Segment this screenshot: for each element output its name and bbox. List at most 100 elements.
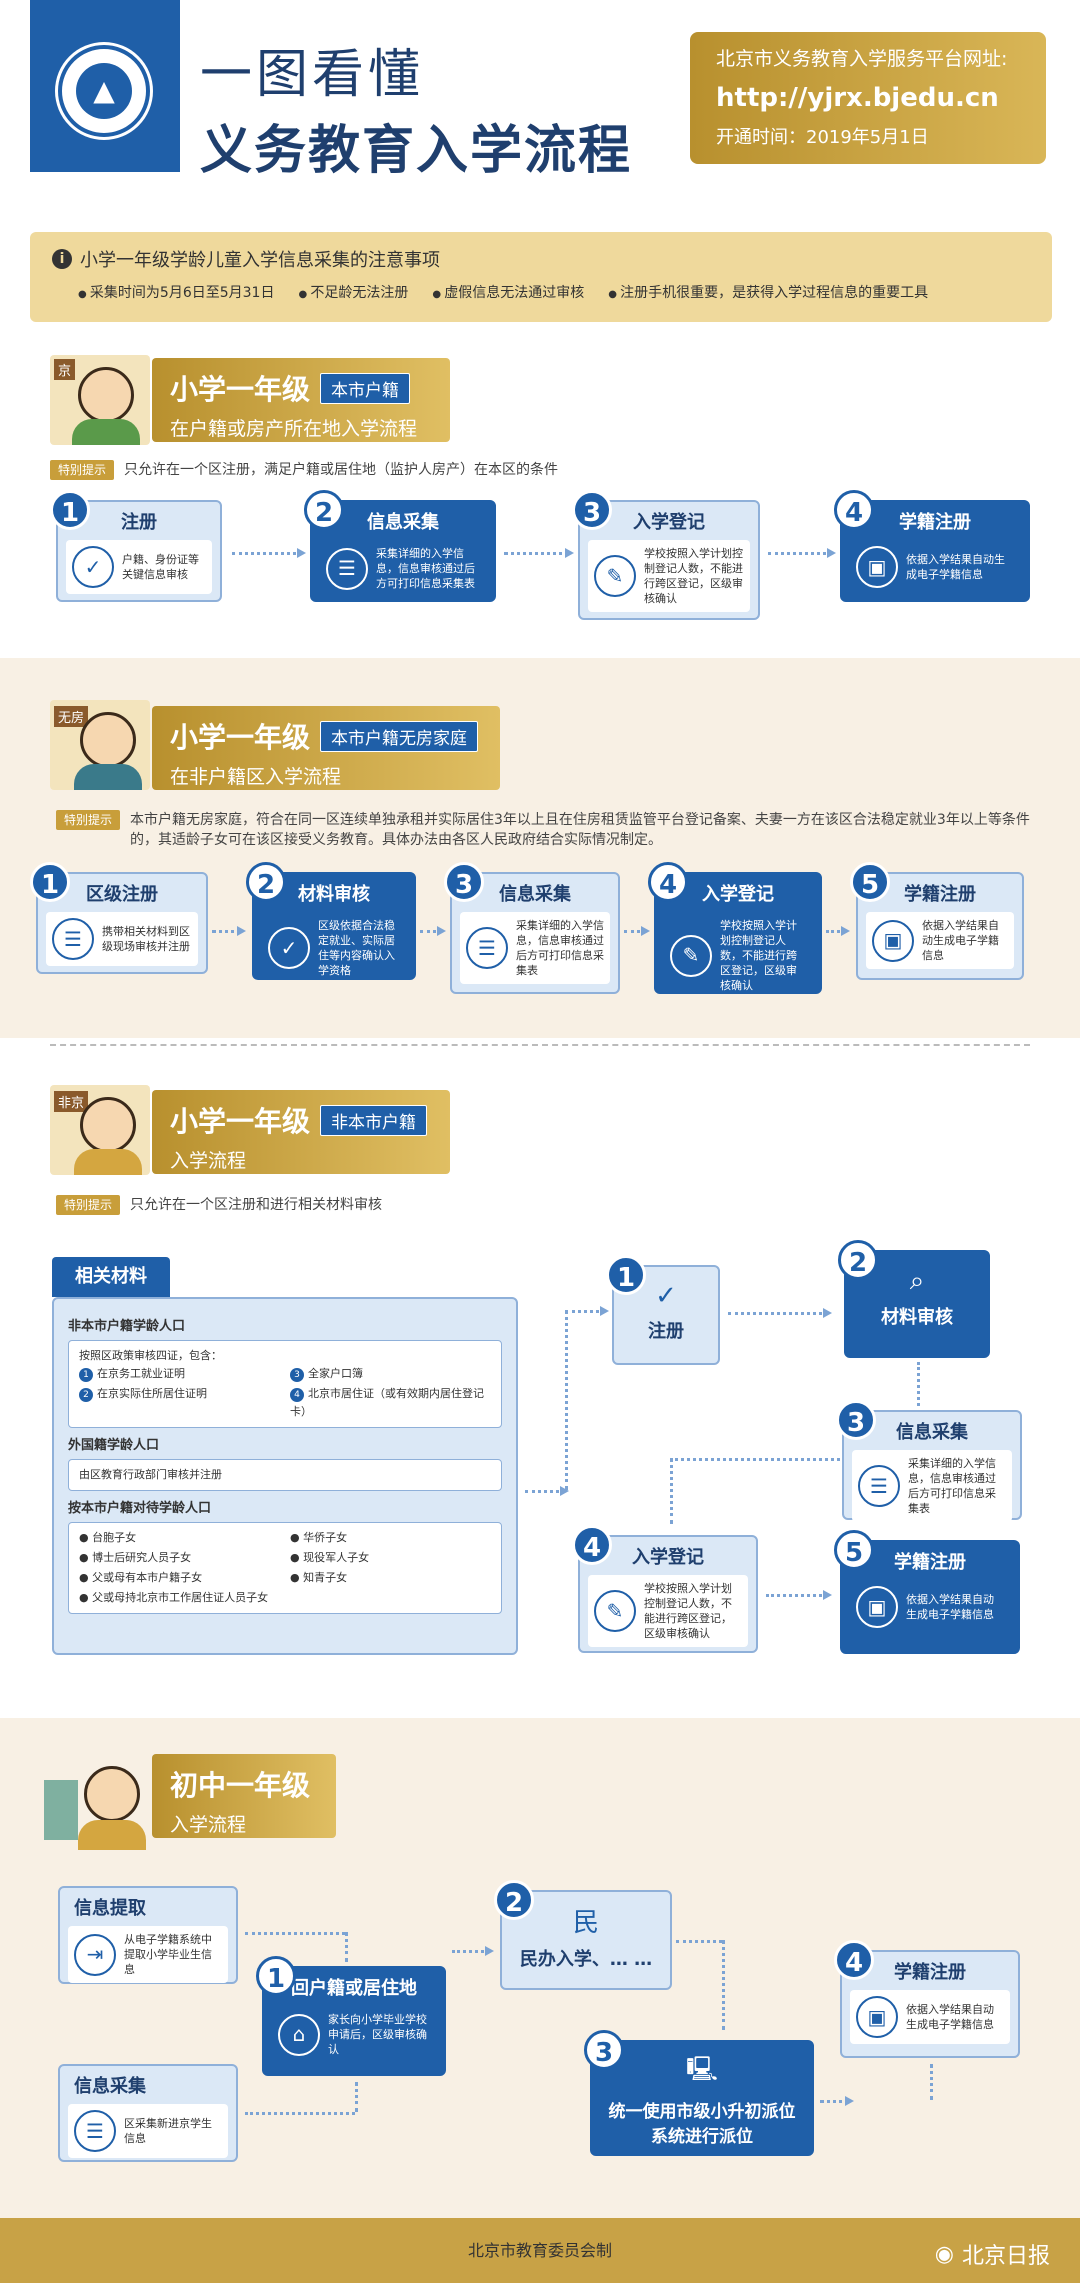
material-item: 全家户口簿 xyxy=(308,1367,363,1380)
notice-title: 小学一年级学龄儿童入学信息采集的注意事项 xyxy=(80,250,440,271)
material-item: 华侨子女 xyxy=(303,1531,348,1544)
step-number: 3 xyxy=(572,490,612,530)
avatar-badge: 京 xyxy=(54,359,76,380)
section-pill: 本市户籍 xyxy=(320,372,411,404)
note-badge: 特别提示 xyxy=(50,460,115,480)
material-item: 在京务工就业证明 xyxy=(97,1367,185,1380)
special-note: 特别提示只允许在一个区注册和进行相关材料审核 xyxy=(56,1195,1036,1215)
material-item: 父或母有本市户籍子女 xyxy=(92,1571,203,1584)
material-item: 现役军人子女 xyxy=(303,1551,370,1564)
step-number: 1 xyxy=(606,1255,646,1295)
step-card: 2 信息采集 ☰采集详细的入学信息，信息审核通过后方可打印信息采集表 xyxy=(304,490,496,602)
material-item: 父或母持北京市工作居住证人员子女 xyxy=(92,1591,269,1604)
note-text: 本市户籍无房家庭，符合在同一区连续单独承租并实际居住3年以上且在住房租赁监管平台… xyxy=(130,812,1030,848)
step-number: 2 xyxy=(838,1240,878,1280)
step-title: 入学登记 xyxy=(633,512,705,533)
card-desc: 区采集新进京学生信息 xyxy=(124,2117,212,2145)
special-note: 特别提示只允许在一个区注册，满足户籍或居住地（监护人房产）在本区的条件 xyxy=(50,460,1050,480)
step-title: 统一使用市级小升初派位系统进行派位 xyxy=(608,2102,796,2147)
step-number: 5 xyxy=(834,1530,874,1570)
step-number: 4 xyxy=(834,490,874,530)
materials-intro: 按照区政策审核四证，包含： xyxy=(79,1349,222,1362)
section-title: 小学一年级 xyxy=(170,1105,311,1138)
shirt-icon xyxy=(74,1149,142,1175)
list-icon: ☰ xyxy=(74,2110,116,2152)
step-card: 2 材料审核 ✓区级依据合法稳定就业、实际居住等内容确认入学资格 xyxy=(246,862,416,980)
edit-icon: ✎ xyxy=(594,1590,636,1632)
face-icon xyxy=(78,367,134,423)
section-title: 小学一年级 xyxy=(170,373,311,406)
materials-heading: 外国籍学龄人口 xyxy=(68,1438,160,1453)
url-label: 北京市义务教育入学服务平台网址: xyxy=(716,48,1008,70)
step-number: 3 xyxy=(584,2030,624,2070)
step-desc: 携带相关材料到区级现场审核并注册 xyxy=(102,925,190,953)
step-number: 2 xyxy=(246,862,286,902)
logo-panel: ▲ xyxy=(30,0,180,172)
edit-icon: ✎ xyxy=(594,555,636,597)
flow-arrow xyxy=(768,548,836,558)
step-number: 4 xyxy=(572,1525,612,1565)
section-header-local: 小学一年级本市户籍 在户籍或房产所在地入学流程 xyxy=(152,358,450,442)
flow-arrow xyxy=(420,926,446,936)
check-icon: ✓ xyxy=(72,546,114,588)
flow-arrow xyxy=(565,1306,609,1316)
step-card: 2 民 民办入学、… … xyxy=(494,1880,672,1990)
step-title: 学籍注册 xyxy=(904,884,976,905)
shirt-icon xyxy=(78,1820,146,1850)
step-title: 信息采集 xyxy=(896,1422,968,1443)
material-item: 博士后研究人员子女 xyxy=(92,1551,192,1564)
step-title: 学籍注册 xyxy=(899,512,971,533)
avatar: 非京 xyxy=(50,1085,150,1175)
step-card: 3 🖳 统一使用市级小升初派位系统进行派位 xyxy=(584,2030,814,2156)
list-icon: ☰ xyxy=(466,927,508,969)
flow-arrow xyxy=(504,548,574,558)
id-card-icon: ▣ xyxy=(856,546,898,588)
flow-arrow xyxy=(624,926,650,936)
step-card: 5 学籍注册 ▣依据入学结果自动生成电子学籍信息 xyxy=(850,862,1024,980)
step-desc: 学校按照入学计划控制登记人数，不能进行跨区登记，区级审核确认 xyxy=(720,919,797,992)
step-desc: 采集详细的入学信息，信息审核通过后方可打印信息采集表 xyxy=(516,919,604,977)
flow-connector xyxy=(345,1932,348,1962)
search-doc-icon: ⌕ xyxy=(909,1266,925,1296)
step-number: 3 xyxy=(444,862,484,902)
face-icon xyxy=(84,1766,140,1822)
step-card: 1 区级注册 ☰携带相关材料到区级现场审核并注册 xyxy=(30,862,208,974)
flow-connector xyxy=(670,1458,840,1461)
card-desc: 从电子学籍系统中提取小学毕业生信息 xyxy=(124,1933,212,1976)
step-title: 信息采集 xyxy=(499,884,571,905)
step-number: 2 xyxy=(494,1880,534,1920)
flow-arrow xyxy=(232,548,306,558)
shirt-icon xyxy=(72,419,140,445)
step-desc: 户籍、身份证等关键信息审核 xyxy=(122,553,199,581)
info-extract-card: 信息提取 ⇥从电子学籍系统中提取小学毕业生信息 xyxy=(58,1886,238,1984)
step-desc: 依据入学结果自动生成电子学籍信息 xyxy=(906,553,1005,581)
flow-connector xyxy=(245,2112,355,2115)
notice-item: 虚假信息无法通过审核 xyxy=(432,282,584,302)
step-card: 3 信息采集 ☰采集详细的入学信息，信息审核通过后方可打印信息采集表 xyxy=(836,1400,1022,1522)
step-title: 材料审核 xyxy=(298,884,370,905)
material-item: 北京市居住证（或有效期内居住登记卡） xyxy=(290,1387,484,1418)
section-title: 初中一年级 xyxy=(170,1769,311,1802)
notice-item: 采集时间为5月6日至5月31日 xyxy=(78,282,275,302)
step-card: 1 ✓ 注册 xyxy=(606,1255,720,1365)
open-date: 开通时间：2019年5月1日 xyxy=(716,127,929,148)
url-link[interactable]: http://yjrx.bjedu.cn xyxy=(716,83,999,113)
page-title-line1: 一图看懂 xyxy=(200,45,425,105)
section-pill: 非本市户籍 xyxy=(320,1104,428,1136)
step-number: 4 xyxy=(834,1940,874,1980)
materials-list: ● 台胞子女 ● 华侨子女 ● 博士后研究人员子女 ● 现役军人子女 ● 父或母… xyxy=(68,1522,502,1614)
private-school-icon: 民 xyxy=(572,1908,599,1938)
note-badge: 特别提示 xyxy=(56,1195,121,1215)
step-card: 4 学籍注册 ▣ 依据入学结果自动生成电子学籍信息 xyxy=(834,490,1030,602)
check-icon: ✓ xyxy=(655,1281,677,1311)
material-item: 台胞子女 xyxy=(92,1531,137,1544)
special-note: 特别提示本市户籍无房家庭，符合在同一区连续单独承租并实际居住3年以上且在住房租赁… xyxy=(56,810,1036,850)
flow-arrow xyxy=(212,926,246,936)
step-card: 4 入学登记 ✎学校按照入学计划控制登记人数，不能进行跨区登记，区级审核确认 xyxy=(648,862,822,994)
material-item: 知青子女 xyxy=(303,1571,348,1584)
page-title-line2: 义务教育入学流程 xyxy=(200,121,633,181)
brand-name: 北京日报 xyxy=(961,2244,1050,2269)
flow-connector xyxy=(930,2064,933,2100)
